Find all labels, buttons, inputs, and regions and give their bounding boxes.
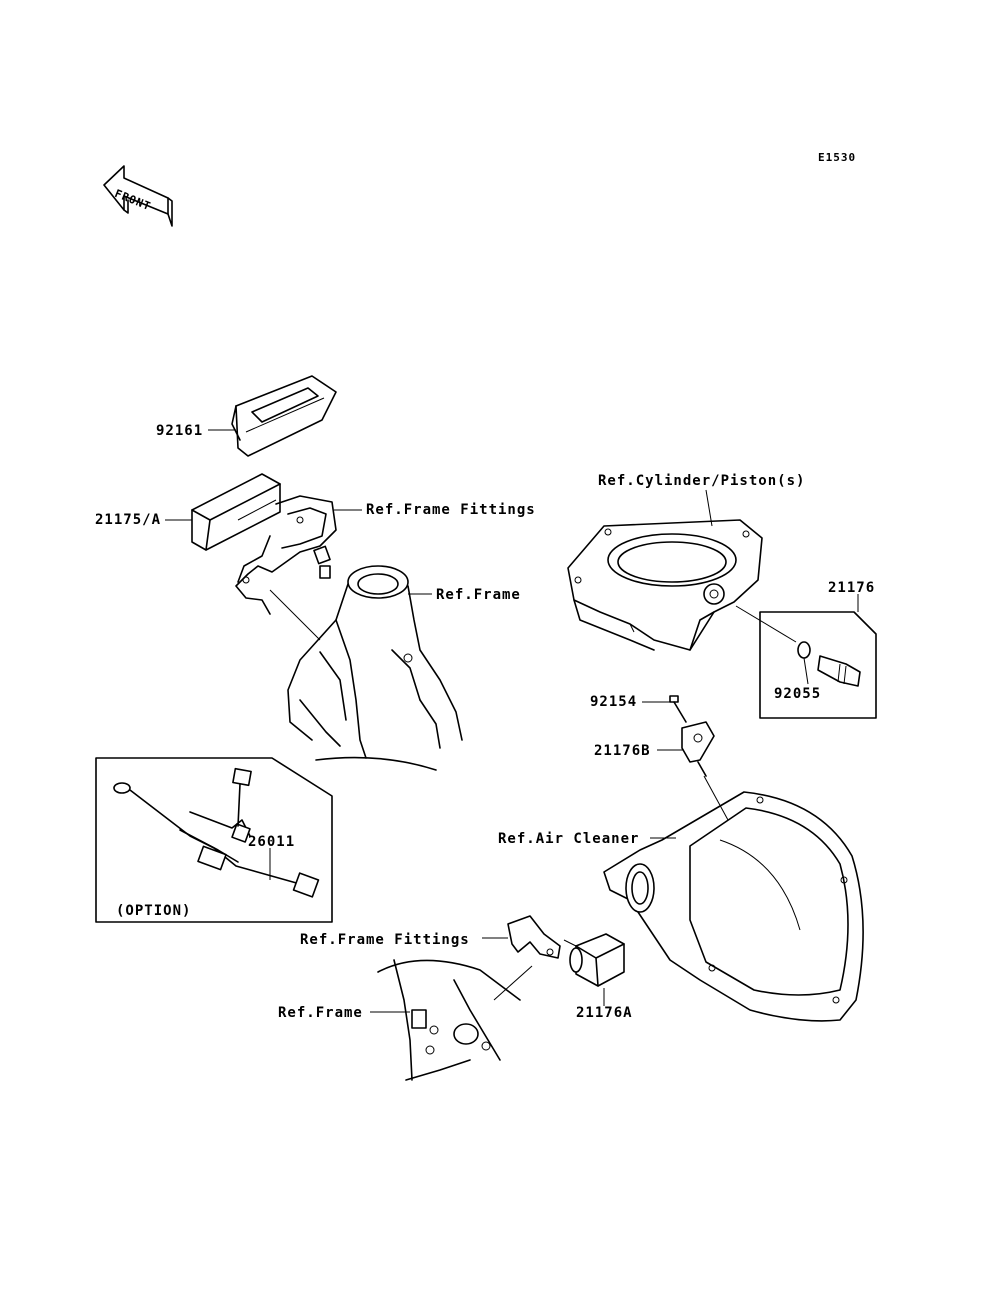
label-ref-air-cleaner: Ref.Air Cleaner bbox=[498, 831, 640, 847]
air-cleaner bbox=[603, 791, 864, 1022]
label-ref-frame-bottom: Ref.Frame bbox=[278, 1005, 363, 1021]
frame-top bbox=[287, 565, 463, 771]
label-21176: 21176 bbox=[828, 580, 876, 596]
label-92154: 92154 bbox=[590, 694, 638, 710]
label-26011: 26011 bbox=[248, 834, 296, 850]
label-ref-frame-fittings-top: Ref.Frame Fittings bbox=[366, 502, 536, 518]
temp-sensor-group bbox=[759, 611, 877, 719]
ecu-bracket bbox=[235, 495, 337, 615]
label-92055: 92055 bbox=[774, 686, 822, 702]
frame-bottom bbox=[377, 959, 521, 1081]
solenoid-21176a bbox=[569, 933, 625, 987]
label-ref-frame-fittings-bottom: Ref.Frame Fittings bbox=[300, 932, 470, 948]
ecu-cover-92161 bbox=[231, 375, 337, 457]
label-21175a: 21175/A bbox=[95, 512, 162, 528]
cylinder bbox=[567, 519, 763, 651]
label-21176a: 21176A bbox=[576, 1005, 633, 1021]
ecu-21175a bbox=[191, 473, 281, 551]
label-option: (OPTION) bbox=[116, 903, 192, 919]
leader-lines bbox=[165, 429, 859, 1013]
label-21176b: 21176B bbox=[594, 743, 651, 759]
label-ref-frame-top: Ref.Frame bbox=[436, 587, 521, 603]
sensor-21176b bbox=[669, 695, 715, 777]
diagram-code: E1530 bbox=[818, 151, 857, 164]
coolant-temp-sensor-21176 bbox=[817, 655, 861, 687]
label-ref-cylinder: Ref.Cylinder/Piston(s) bbox=[598, 473, 806, 489]
label-92161: 92161 bbox=[156, 423, 204, 439]
front-arrow-icon bbox=[103, 165, 173, 227]
bracket-bottom bbox=[507, 915, 561, 959]
option-harness bbox=[95, 757, 333, 923]
